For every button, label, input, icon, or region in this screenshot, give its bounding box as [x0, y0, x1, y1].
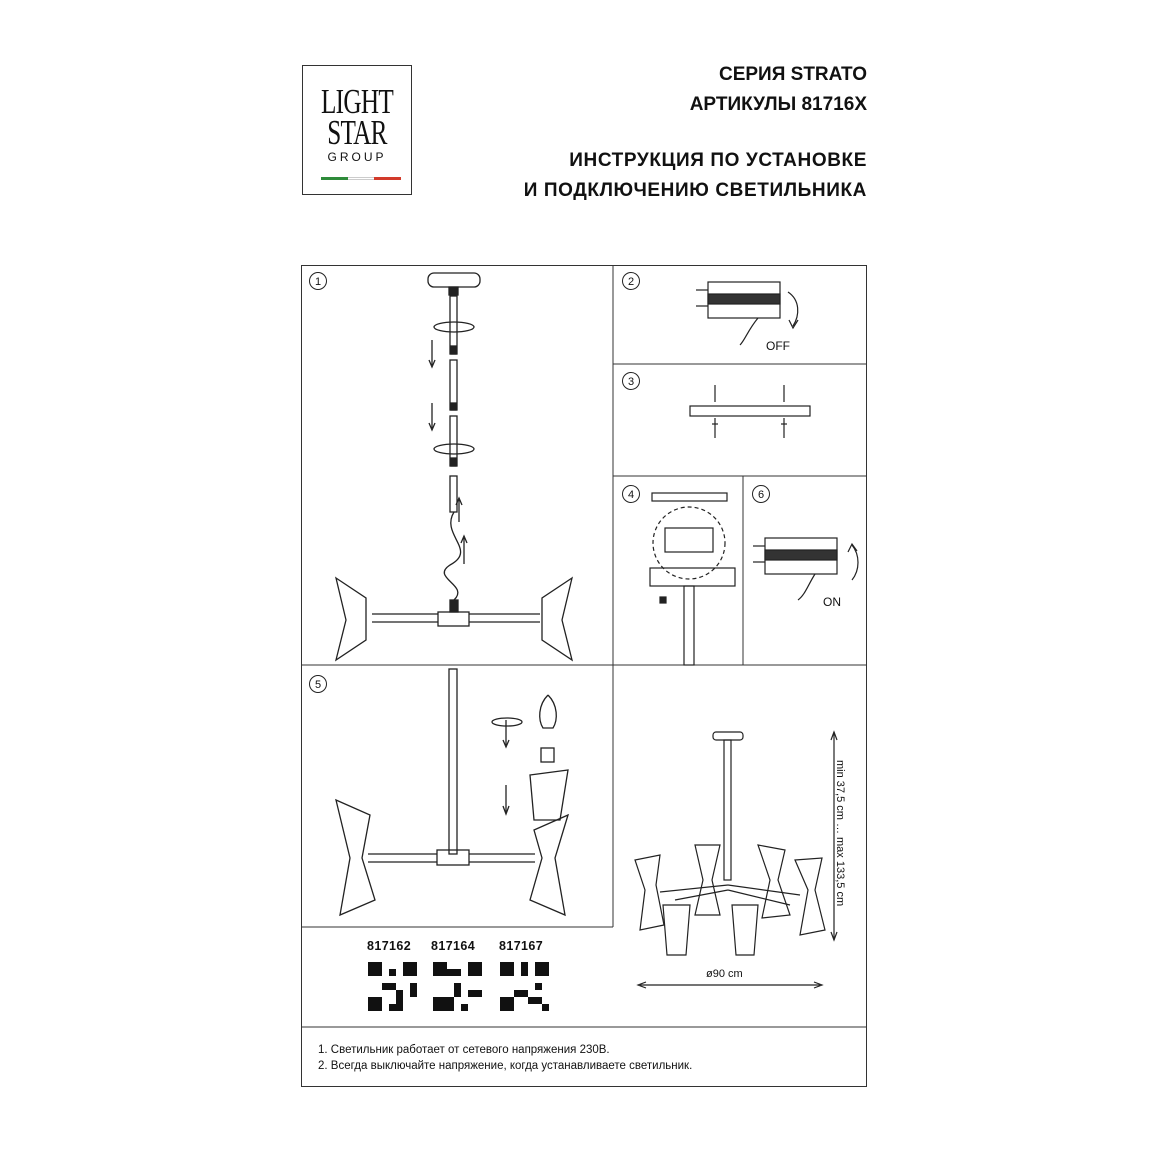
logo-line-2: STAR [327, 113, 387, 152]
qr-code-3 [500, 962, 549, 1011]
step3-drawing [689, 385, 811, 438]
series-title: СЕРИЯ STRATO [718, 64, 867, 85]
qr-code-1 [368, 962, 417, 1011]
note-1: 1. Светильник работает от сетевого напря… [318, 1044, 610, 1056]
qr-code-2 [433, 962, 482, 1011]
note-2: 2. Всегда выключайте напряжение, когда у… [318, 1060, 693, 1072]
article-code-2: 817164 [431, 939, 476, 953]
step6-drawing [753, 537, 859, 601]
off-label: OFF [766, 339, 790, 353]
article-code-3: 817167 [499, 939, 544, 953]
logo-line-1: LIGHT [321, 82, 394, 121]
articles-title: АРТИКУЛЫ 81716X [689, 94, 867, 115]
step-4-number: 4 [622, 485, 640, 503]
overview-drawing [634, 730, 838, 989]
step-6-number: 6 [752, 485, 770, 503]
step-1-number: 1 [309, 272, 327, 290]
height-dimension: min 37,5 cm … max 133,5 cm [834, 760, 846, 907]
article-code-1: 817162 [367, 939, 412, 953]
diameter-dimension: ø90 cm [706, 968, 743, 980]
step5-drawing [335, 668, 570, 917]
step-3-number: 3 [622, 372, 640, 390]
brand-logo: LIGHT STAR GROUP [302, 65, 412, 195]
step-2-number: 2 [622, 272, 640, 290]
header-block-series: СЕРИЯ STRATO АРТИКУЛЫ 81716X [690, 60, 867, 120]
notes-block: 1. Светильник работает от сетевого напря… [318, 1042, 692, 1074]
logo-line-3: GROUP [327, 150, 387, 164]
on-label: ON [823, 595, 841, 609]
logo-flag [321, 177, 402, 180]
header-block-instructions: ИНСТРУКЦИЯ ПО УСТАНОВКЕ И ПОДКЛЮЧЕНИЮ СВ… [524, 146, 867, 206]
instruction-title-line-1: ИНСТРУКЦИЯ ПО УСТАНОВКЕ [569, 150, 867, 171]
step4-drawing [649, 492, 736, 666]
instruction-title-line-2: И ПОДКЛЮЧЕНИЮ СВЕТИЛЬНИКА [523, 180, 867, 201]
step1-drawing [334, 272, 574, 662]
step2-drawing [696, 281, 799, 346]
step-5-number: 5 [309, 675, 327, 693]
instruction-frame [301, 265, 867, 1087]
